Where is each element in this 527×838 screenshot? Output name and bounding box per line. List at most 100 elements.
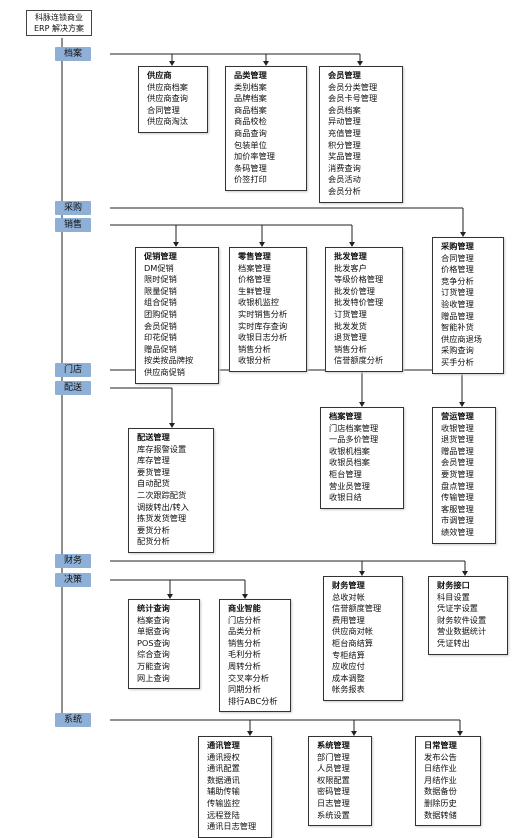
box-item: 收银员档案 xyxy=(329,457,370,468)
box-purchase-management: 采购管理合同管理价格管理竞争分析订货管理验收管理赠品管理智能补货供应商退场采购查… xyxy=(432,237,504,374)
box-item: 权限配置 xyxy=(317,774,350,785)
box-item: 加价率管理 xyxy=(234,151,275,162)
box-item: 供应商档案 xyxy=(147,81,188,92)
box-item: 合同管理 xyxy=(147,104,180,115)
box-category-management: 品类管理类别档案品牌档案商品档案商品校检商品查询包装单位加价率管理条码管理价签打… xyxy=(225,66,307,191)
box-item: 成本调整 xyxy=(332,672,365,683)
box-item: 数据转储 xyxy=(424,809,457,820)
box-item: 价格管理 xyxy=(238,274,271,285)
box-item: 批发发货 xyxy=(334,320,367,331)
box-item: 收银管理 xyxy=(441,422,474,433)
box-item: 条码管理 xyxy=(234,162,267,173)
box-item: DM促销 xyxy=(144,262,174,273)
box-item: 品类分析 xyxy=(228,626,261,637)
box-item: 传输监控 xyxy=(207,797,240,808)
box-title: 批发管理 xyxy=(334,251,367,261)
box-wholesale-management: 批发管理批发客户等级价格管理批发价管理批发特价管理订货管理批发发货退货管理销售分… xyxy=(325,247,403,372)
box-item: 收银日结 xyxy=(329,492,362,503)
box-title: 供应商 xyxy=(147,70,172,80)
box-item: 周转分析 xyxy=(228,660,261,671)
box-title: 营运管理 xyxy=(441,411,474,421)
box-item: 订货管理 xyxy=(334,308,367,319)
box-item: 二次跟踪配货 xyxy=(137,489,187,500)
box-item: 配货分析 xyxy=(137,536,170,547)
box-item: 收银机监控 xyxy=(238,297,279,308)
box-supplier: 供应商供应商档案供应商查询合同管理供应商淘汰 xyxy=(138,66,208,133)
box-item: 印花促销 xyxy=(144,332,177,343)
box-title: 会员管理 xyxy=(328,70,361,80)
box-item: 会员分析 xyxy=(328,185,361,196)
box-item: 会员促销 xyxy=(144,320,177,331)
box-item: 会员卡号管理 xyxy=(328,93,378,104)
box-item: 拣货发货管理 xyxy=(137,513,187,524)
box-item: 同期分析 xyxy=(228,684,261,695)
box-item: 网上查询 xyxy=(137,672,170,683)
box-item: 价格管理 xyxy=(441,264,474,275)
box-item: 类别档案 xyxy=(234,81,267,92)
box-item: 门店档案管理 xyxy=(329,422,379,433)
box-daily-management: 日常管理发布公告日结作业月结作业数据备份删除历史数据转储 xyxy=(415,736,481,827)
box-item: 要货管理 xyxy=(441,468,474,479)
box-item: POS查询 xyxy=(137,637,170,648)
section-finance: 财务 xyxy=(55,554,92,568)
box-item: 异动管理 xyxy=(328,116,361,127)
box-title: 通讯管理 xyxy=(207,740,240,750)
box-item: 赠品管理 xyxy=(441,310,474,321)
box-item: 发布公告 xyxy=(424,751,457,762)
box-item: 智能补货 xyxy=(441,322,474,333)
box-item: 商品查询 xyxy=(234,127,267,138)
box-item: 按类按品牌按 xyxy=(144,355,194,366)
box-item: 商品校检 xyxy=(234,116,267,127)
box-retail-management: 零售管理档案管理价格管理生鲜管理收银机监控实时销售分析实时库存查询收银日志分析销… xyxy=(229,247,307,372)
section-system: 系统 xyxy=(55,713,92,727)
box-item: 日志管理 xyxy=(317,797,350,808)
box-item: 采购查询 xyxy=(441,345,474,356)
box-item: 排行ABC分析 xyxy=(228,695,278,706)
box-item: 信誉额度管理 xyxy=(332,603,382,614)
box-item: 会员档案 xyxy=(328,104,361,115)
box-operation-management: 营运管理收银管理退货管理赠品管理会员管理要货管理盘点管理传输管理客服管理市调管理… xyxy=(432,407,496,544)
box-item: 供应商查询 xyxy=(147,93,188,104)
box-item: 盘点管理 xyxy=(441,480,474,491)
box-item: 档案查询 xyxy=(137,614,170,625)
box-item: 订货管理 xyxy=(441,287,474,298)
box-item: 营业员管理 xyxy=(329,480,370,491)
box-item: 消费查询 xyxy=(328,162,361,173)
box-item: 月结作业 xyxy=(424,774,457,785)
box-item: 价签打印 xyxy=(234,174,267,185)
box-item: 通讯授权 xyxy=(207,751,240,762)
section-archives: 档案 xyxy=(55,47,92,61)
box-item: 会员管理 xyxy=(441,457,474,468)
box-item: 供应商促销 xyxy=(144,366,185,377)
box-item: 财务软件设置 xyxy=(437,614,487,625)
box-item: 数据通讯 xyxy=(207,774,240,785)
box-item: 人员管理 xyxy=(317,763,350,774)
box-item: 毛利分析 xyxy=(228,649,261,660)
box-item: 库存报警设置 xyxy=(137,443,187,454)
box-item: 商品档案 xyxy=(234,104,267,115)
box-title: 商业智能 xyxy=(228,603,261,613)
box-item: 供应商对帐 xyxy=(332,626,373,637)
box-item: 专柜结算 xyxy=(332,649,365,660)
box-item: 实时库存查询 xyxy=(238,320,288,331)
box-item: 收银分析 xyxy=(238,355,271,366)
box-item: 综合查询 xyxy=(137,649,170,660)
box-item: 系统设置 xyxy=(317,809,350,820)
box-item: 交叉率分析 xyxy=(228,672,269,683)
box-item: 信誉额度分析 xyxy=(334,355,384,366)
box-member-management: 会员管理会员分类管理会员卡号管理会员档案异动管理充值管理积分管理奖品管理消费查询… xyxy=(319,66,403,203)
box-item: 自动配货 xyxy=(137,478,170,489)
box-item: 门店分析 xyxy=(228,614,261,625)
box-system-management: 系统管理部门管理人员管理权限配置密码管理日志管理系统设置 xyxy=(308,736,372,827)
box-item: 数据备份 xyxy=(424,786,457,797)
box-item: 总收对帐 xyxy=(332,591,365,602)
box-item: 组合促销 xyxy=(144,297,177,308)
box-item: 柜台商结算 xyxy=(332,637,373,648)
box-item: 合同管理 xyxy=(441,252,474,263)
box-item: 充值管理 xyxy=(328,127,361,138)
section-purchase: 采购 xyxy=(55,201,92,215)
box-item: 凭证字设置 xyxy=(437,603,478,614)
box-item: 万能查询 xyxy=(137,660,170,671)
box-item: 买手分析 xyxy=(441,356,474,367)
